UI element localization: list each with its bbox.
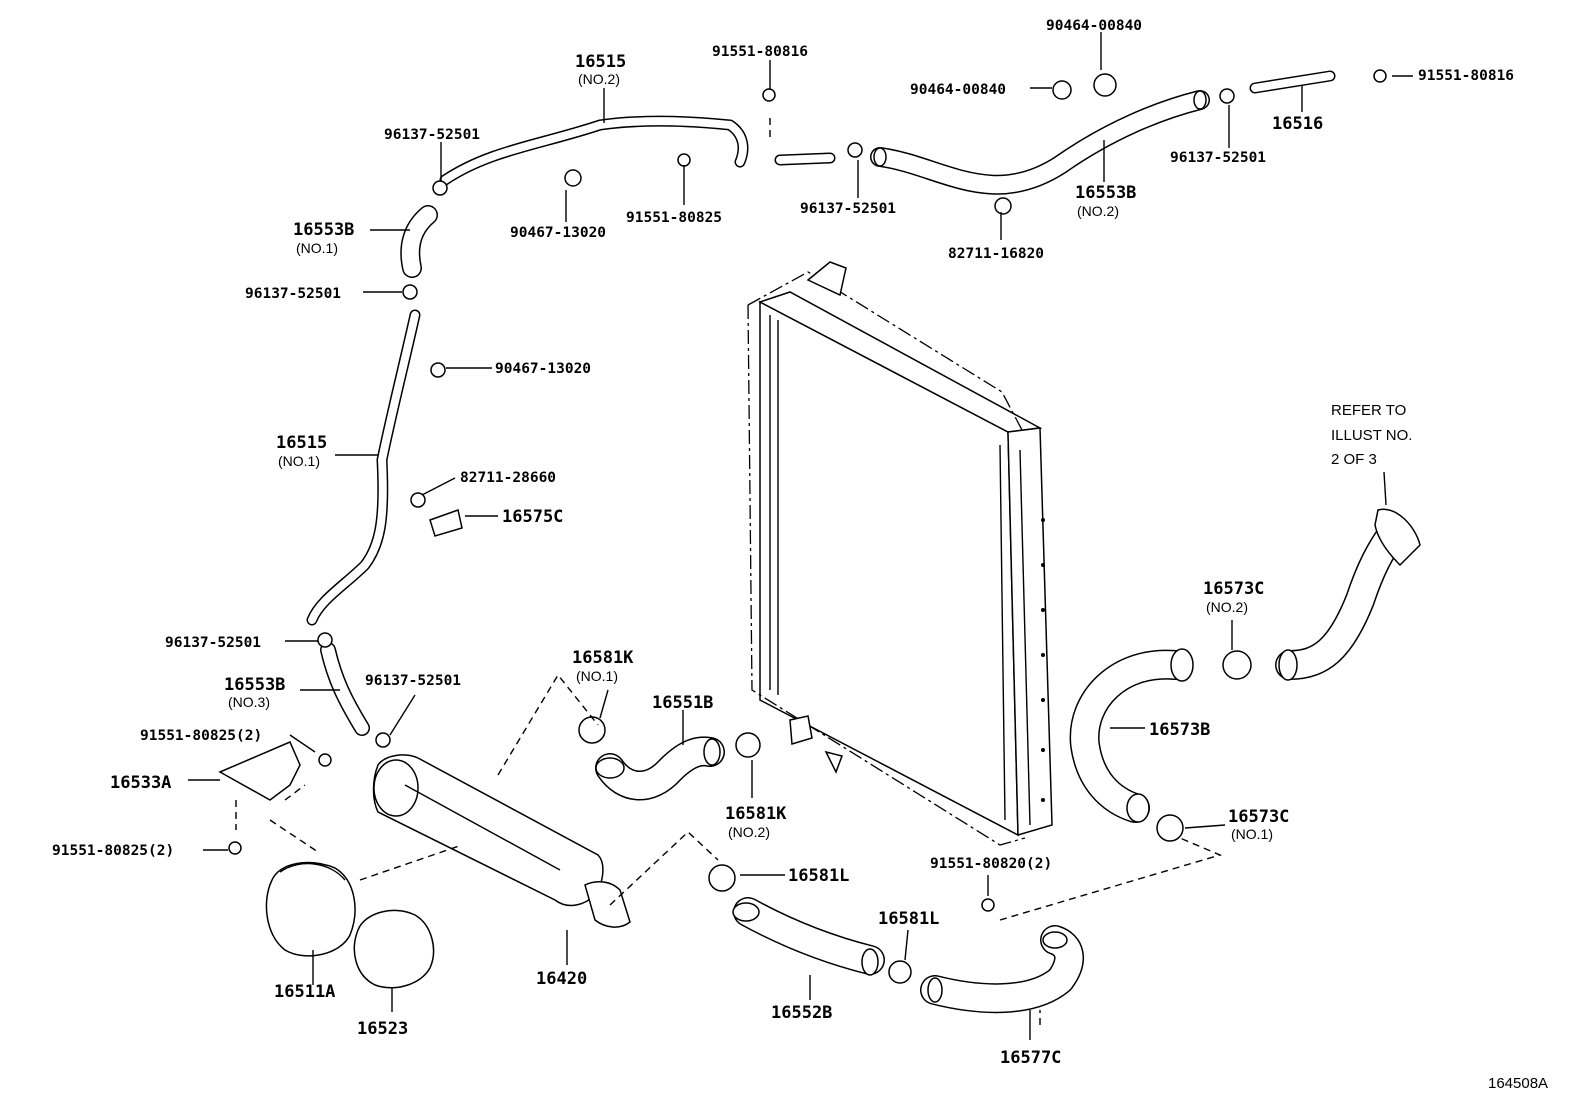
clamp-ring-16511a: [265, 861, 356, 957]
label-16581k-no2-sub: (NO.2): [728, 824, 770, 840]
elbow-upper-right: [1374, 508, 1421, 567]
label-16553b-no3-sub: (NO.3): [228, 694, 270, 710]
label-16552b: 16552B: [771, 1003, 832, 1023]
label-16515-no2-sub: (NO.2): [578, 71, 620, 87]
radiator-tab-dots: [1041, 518, 1045, 802]
small-hose-lines: [306, 70, 1336, 736]
label-91551-80825-top: 91551-80825: [626, 210, 722, 226]
label-91551-80816-top: 91551-80816: [712, 44, 808, 60]
label-refer-line2: ILLUST NO.: [1331, 427, 1412, 444]
oil-cooler-16420: [372, 754, 631, 928]
label-16573c-no1-sub: (NO.1): [1231, 826, 1273, 842]
big-hose-lines: [595, 515, 1410, 1014]
label-16515-no1: 16515: [276, 433, 327, 453]
label-16511a: 16511A: [274, 982, 335, 1002]
bracket-16533a: [218, 741, 301, 801]
label-16581k-no1-sub: (NO.1): [576, 668, 618, 684]
label-90467-13020-top: 90467-13020: [510, 225, 606, 241]
radiator-assembly: [747, 261, 1053, 846]
label-16573c-no1: 16573C: [1228, 807, 1289, 827]
label-91551-80816-right: 91551-80816: [1418, 68, 1514, 84]
label-16553b-no3: 16553B: [224, 675, 285, 695]
label-96137-52501-c: 96137-52501: [1170, 150, 1266, 166]
label-16553b-no2: 16553B: [1075, 183, 1136, 203]
label-16515-no1-sub: (NO.1): [278, 453, 320, 469]
label-refer-line1: REFER TO: [1331, 402, 1406, 419]
label-16515-no2: 16515: [575, 52, 626, 72]
label-16581l-a: 16581L: [788, 866, 849, 886]
label-16577c: 16577C: [1000, 1048, 1061, 1068]
bracket-16575c: [429, 509, 463, 537]
label-96137-52501-a: 96137-52501: [384, 127, 480, 143]
label-16420: 16420: [536, 969, 587, 989]
label-16581k-no1: 16581K: [572, 648, 634, 668]
part-labels: 16515 (NO.2) 91551-80816 90464-00840 904…: [52, 18, 1548, 1092]
leader-lines: [188, 32, 1413, 1040]
label-16581k-no2: 16581K: [725, 804, 787, 824]
connection-lines: [235, 118, 1223, 1025]
label-16533a: 16533A: [110, 773, 171, 793]
label-16516: 16516: [1272, 114, 1323, 134]
label-16581l-b: 16581L: [878, 909, 939, 929]
label-refer-line3: 2 OF 3: [1331, 451, 1377, 468]
label-82711-16820: 82711-16820: [948, 246, 1044, 262]
label-82711-28660: 82711-28660: [460, 470, 556, 486]
hose-end-openings: [595, 90, 1298, 1003]
label-16553b-no1: 16553B: [293, 220, 354, 240]
label-16575c: 16575C: [502, 507, 563, 527]
label-91551-80825-2a: 91551-80825(2): [140, 728, 262, 744]
clamp-ring-16523: [353, 909, 435, 989]
label-16573c-no2-sub: (NO.2): [1206, 599, 1248, 615]
label-16573c-no2: 16573C: [1203, 579, 1264, 599]
label-16551b: 16551B: [652, 693, 713, 713]
label-16523: 16523: [357, 1019, 408, 1039]
diagram-code: 164508A: [1488, 1075, 1548, 1092]
label-96137-52501-d: 96137-52501: [245, 286, 341, 302]
label-16573b: 16573B: [1149, 720, 1210, 740]
label-91551-80820-2: 91551-80820(2): [930, 856, 1052, 872]
label-96137-52501-f: 96137-52501: [365, 673, 461, 689]
label-90467-13020-mid: 90467-13020: [495, 361, 591, 377]
label-96137-52501-b: 96137-52501: [800, 201, 896, 217]
label-90464-00840-top: 90464-00840: [1046, 18, 1142, 34]
label-16553b-no1-sub: (NO.1): [296, 240, 338, 256]
label-91551-80825-2b: 91551-80825(2): [52, 843, 174, 859]
label-96137-52501-e: 96137-52501: [165, 635, 261, 651]
label-16553b-no2-sub: (NO.2): [1077, 203, 1119, 219]
label-90464-00840-left: 90464-00840: [910, 82, 1006, 98]
